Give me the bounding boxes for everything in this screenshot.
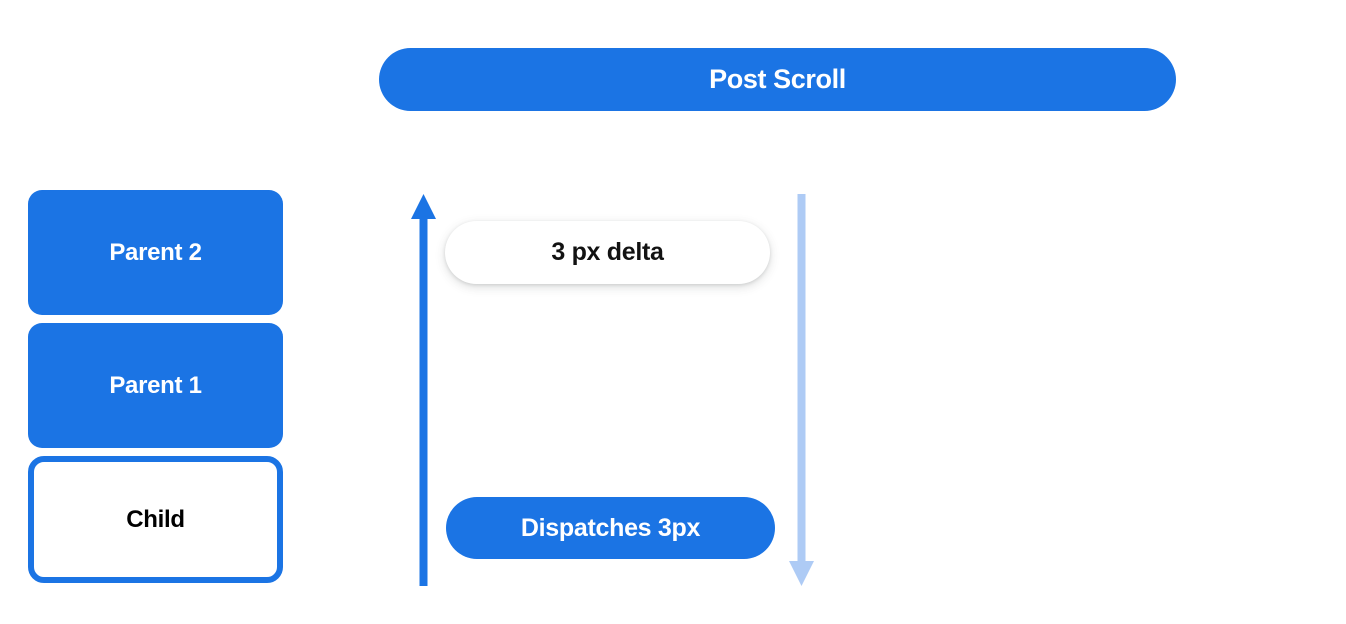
parent-2-box: Parent 2 [28, 190, 283, 315]
dispatch-annotation-label: Dispatches 3px [520, 513, 701, 542]
parent-1-label: Parent 1 [109, 371, 202, 399]
parent-1-box: Parent 1 [28, 323, 283, 448]
post-scroll-header-label: Post Scroll [709, 64, 846, 94]
view-hierarchy-stack: Parent 2 Parent 1 Child [28, 190, 283, 583]
post-scroll-header: Post Scroll [379, 48, 1176, 111]
parent-2-label: Parent 2 [109, 238, 202, 266]
dispatch-annotation-pill: Dispatches 3px [446, 497, 775, 559]
delta-annotation-label: 3 px delta [551, 238, 664, 266]
scroll-up-arrow [411, 194, 436, 586]
delta-annotation-pill: 3 px delta [445, 221, 770, 284]
child-box: Child [28, 456, 283, 583]
scroll-down-arrow [789, 194, 814, 586]
child-label: Child [126, 505, 185, 533]
